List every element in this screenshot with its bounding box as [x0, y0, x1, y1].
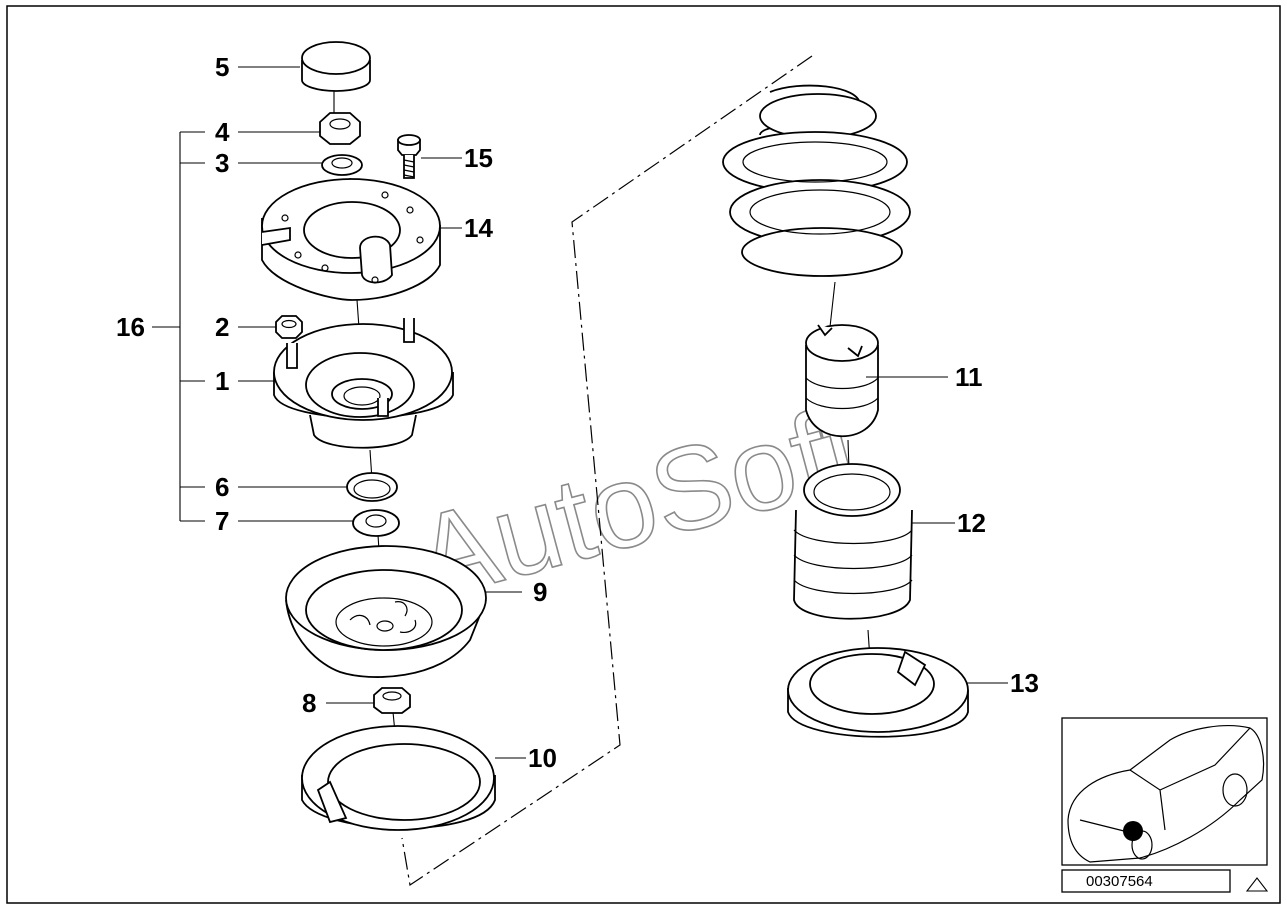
part-8-nut [373, 687, 411, 714]
part-5-cap [301, 41, 371, 92]
part-3-washer [321, 154, 363, 176]
part-4-nut [319, 112, 361, 145]
part-9-spring-seat [285, 545, 487, 678]
callout-11: 11 [955, 362, 983, 392]
callout-7: 7 [215, 506, 229, 536]
diagram-frame [6, 5, 1281, 904]
part-7-washer [352, 509, 400, 537]
triangle-outline-icon [1245, 877, 1269, 892]
doc-number: 00307564 [1086, 873, 1153, 890]
callout-3: 3 [215, 148, 229, 178]
callout-10: 10 [528, 743, 557, 773]
callout-12: 12 [957, 508, 986, 538]
part-14-plate [261, 178, 441, 301]
callout-15: 15 [464, 143, 493, 173]
callout-14: 14 [464, 213, 493, 243]
callout-5: 5 [215, 52, 229, 82]
callout-13: 13 [1010, 668, 1039, 698]
callout-6: 6 [215, 472, 229, 502]
part-12-boot [793, 463, 913, 620]
doc-number-box: 00307564 [1061, 869, 1231, 893]
callout-16: 16 [116, 312, 145, 342]
callout-labels: 5 4 3 15 14 16 2 1 6 7 9 8 10 11 12 13 [116, 52, 1039, 773]
callout-1: 1 [215, 366, 229, 396]
coil-spring [722, 84, 911, 277]
callout-4: 4 [215, 117, 230, 147]
group-bracket [152, 131, 205, 522]
part-11-bump-stop [805, 324, 879, 438]
callout-9: 9 [533, 577, 547, 607]
part-1-mount [273, 318, 454, 449]
part-10-pad [301, 725, 496, 831]
part-13-pad [787, 647, 969, 738]
assembly-outline [401, 55, 813, 887]
part-6-ring [346, 472, 398, 502]
callout-8: 8 [302, 688, 316, 718]
leader-lines [238, 66, 1008, 759]
part-2-nut [275, 315, 303, 339]
part-15-bolt [397, 134, 421, 179]
location-dot-icon [1123, 821, 1143, 841]
callout-2: 2 [215, 312, 229, 342]
car-location-thumbnail [1061, 717, 1268, 866]
